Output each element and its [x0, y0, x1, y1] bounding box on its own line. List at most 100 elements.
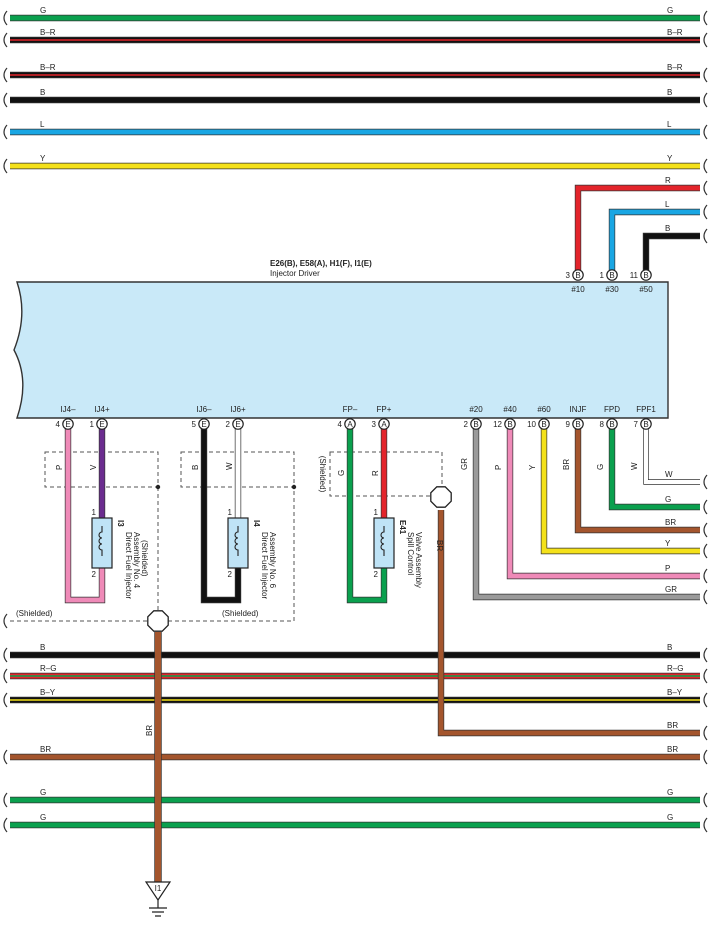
- right-wire-label-0: W: [665, 470, 673, 479]
- ecu-connector-codes: E26(B), E58(A), H1(F), I1(E): [270, 259, 372, 268]
- shield-left-break: [3, 613, 8, 629]
- injector-6-pin-top: 1: [228, 508, 233, 517]
- top-bus-1-label-left: B–R: [40, 28, 56, 37]
- ecu-top-pin-1-letter: B: [609, 271, 614, 280]
- injector-4-minus-wire: [64, 424, 106, 604]
- top-bus-4-label-right: L: [667, 120, 672, 129]
- ecu-top-pin-0-letter: B: [575, 271, 580, 280]
- shield-drain-wire-right: [437, 510, 700, 737]
- top-bus-4-right-break: [703, 124, 708, 140]
- pin-wire-label-5: GR: [460, 458, 469, 470]
- shield-junction-inj4: [155, 484, 161, 490]
- ecu-top-wire-2: [642, 232, 700, 275]
- ecu-top-wire-1-label: L: [665, 200, 670, 209]
- ecu-top-pin-num-1: 1: [600, 271, 605, 280]
- injector-4-pin-top: 1: [92, 508, 97, 517]
- top-bus-0-label-right: G: [667, 6, 673, 15]
- top-bus-5-label-left: Y: [40, 154, 46, 163]
- ecu-bottom-pin-num-9: 9: [566, 420, 571, 429]
- bottom-bus-5-left-break: [3, 792, 8, 808]
- right-wire-0-break: [703, 474, 708, 490]
- ecu-bottom-pin-10: B: [606, 418, 618, 430]
- wire-label-fp-plus: R: [371, 470, 380, 476]
- bottom-bus-5-label-right: G: [667, 788, 673, 797]
- ecu-bottom-signal-2: IJ6–: [196, 405, 212, 414]
- right-wire-4-break: [703, 568, 708, 584]
- ground-point-icon: [144, 881, 172, 902]
- ecu-bottom-pin-0-letter: E: [65, 420, 70, 429]
- injector-6-body: [227, 517, 249, 569]
- right-wire-5: [472, 424, 700, 601]
- shield-drain-right-label: BR: [435, 540, 444, 551]
- shield-label-middle: (Shielded): [222, 609, 259, 618]
- injector-4-pin-bottom: 2: [92, 570, 97, 579]
- bottom-bus-2-label-left: B–Y: [40, 688, 56, 697]
- injector-4-name: Direct Fuel Injector: [124, 532, 133, 599]
- wire-label-ij4-minus: P: [55, 465, 64, 470]
- ecu-top-pin-2-letter: B: [643, 271, 648, 280]
- ecu-top-pin-2: B: [640, 269, 652, 281]
- ecu-bottom-pin-1: E: [96, 418, 108, 430]
- ecu-bottom-signal-9: INJF: [570, 405, 587, 414]
- injector-6-name2: Assembly No. 6: [268, 532, 277, 589]
- right-wire-1: [608, 424, 700, 511]
- shield-junction-left-icon: [147, 610, 169, 632]
- injector-driver-box: [13, 281, 669, 419]
- ecu-bottom-signal-1: IJ4+: [94, 405, 110, 414]
- injector-6-pin-bottom: 2: [228, 570, 233, 579]
- ecu-bottom-signal-8: #60: [537, 405, 551, 414]
- top-bus-5-left-break: [3, 158, 8, 174]
- injector-6-minus-wire: [200, 424, 242, 604]
- top-bus-3-right-break: [703, 92, 708, 108]
- spill-valve-coil-icon: [380, 526, 385, 556]
- ecu-bottom-pin-6: B: [470, 418, 482, 430]
- bottom-bus-0-left-break: [3, 647, 8, 663]
- top-bus-2-label-right: B–R: [667, 63, 683, 72]
- spill-valve-pin-bottom: 2: [374, 570, 379, 579]
- shield-label-fp: (Shielded): [318, 456, 327, 493]
- ecu-top-wire-0: [574, 184, 700, 275]
- right-wire-label-2: BR: [665, 518, 676, 527]
- wire-label-ij6-minus: B: [191, 465, 200, 470]
- shield-label-left: (Shielded): [16, 609, 53, 618]
- spill-valve-code: E41: [398, 520, 407, 535]
- ecu-bottom-pin-4: A: [344, 418, 356, 430]
- ecu-bottom-pin-6-letter: B: [473, 420, 478, 429]
- ecu-bottom-pin-4-letter: A: [347, 420, 353, 429]
- bottom-bus-4-right-break: [703, 749, 708, 765]
- spill-valve-pin-top: 1: [374, 508, 379, 517]
- pin-wire-label-2: BR: [562, 459, 571, 470]
- pin-wire-label-0: W: [630, 462, 639, 470]
- bottom-bus-6-left-break: [3, 817, 8, 833]
- ecu-bottom-pin-num-7: 12: [493, 420, 502, 429]
- ecu-bottom-pin-num-10: 8: [600, 420, 605, 429]
- wire-label-ij4-plus: V: [89, 464, 98, 470]
- ground-label: I1: [155, 884, 162, 893]
- right-wire-label-4: P: [665, 564, 670, 573]
- ecu-bottom-pin-num-3: 2: [226, 420, 231, 429]
- top-bus-2-right-break: [703, 67, 708, 83]
- shield-junction-right-icon: [430, 486, 452, 508]
- ecu-top-wire-0-label: R: [665, 176, 671, 185]
- shield-junction-inj6: [291, 484, 297, 490]
- right-wire-3: [540, 424, 700, 555]
- pin-wire-label-4: P: [494, 465, 503, 470]
- ecu-bottom-pin-2-letter: E: [201, 420, 206, 429]
- pin-wire-label-3: Y: [528, 464, 537, 470]
- bottom-bus-0-label-left: B: [40, 643, 45, 652]
- spill-valve-name2: Valve Assembly: [414, 532, 423, 588]
- ecu-bottom-signal-7: #40: [503, 405, 517, 414]
- ecu-bottom-pin-1-letter: E: [99, 420, 104, 429]
- bottom-bus-2-right-break: [703, 692, 708, 708]
- bottom-bus-1-right-break: [703, 668, 708, 684]
- ecu-top-signal-0: #10: [571, 285, 585, 294]
- spill-valve-minus-wire: [346, 424, 388, 604]
- ecu-bottom-signal-11: FPF1: [636, 405, 656, 414]
- ecu-top-wire-0-break: [703, 180, 708, 196]
- ecu-bottom-signal-4: FP–: [343, 405, 358, 414]
- ground-symbol-icon: [149, 900, 167, 917]
- ecu-bottom-pin-8: B: [538, 418, 550, 430]
- ecu-bottom-signal-5: FP+: [377, 405, 392, 414]
- ecu-bottom-signal-6: #20: [469, 405, 483, 414]
- ecu-bottom-pin-num-1: 1: [90, 420, 95, 429]
